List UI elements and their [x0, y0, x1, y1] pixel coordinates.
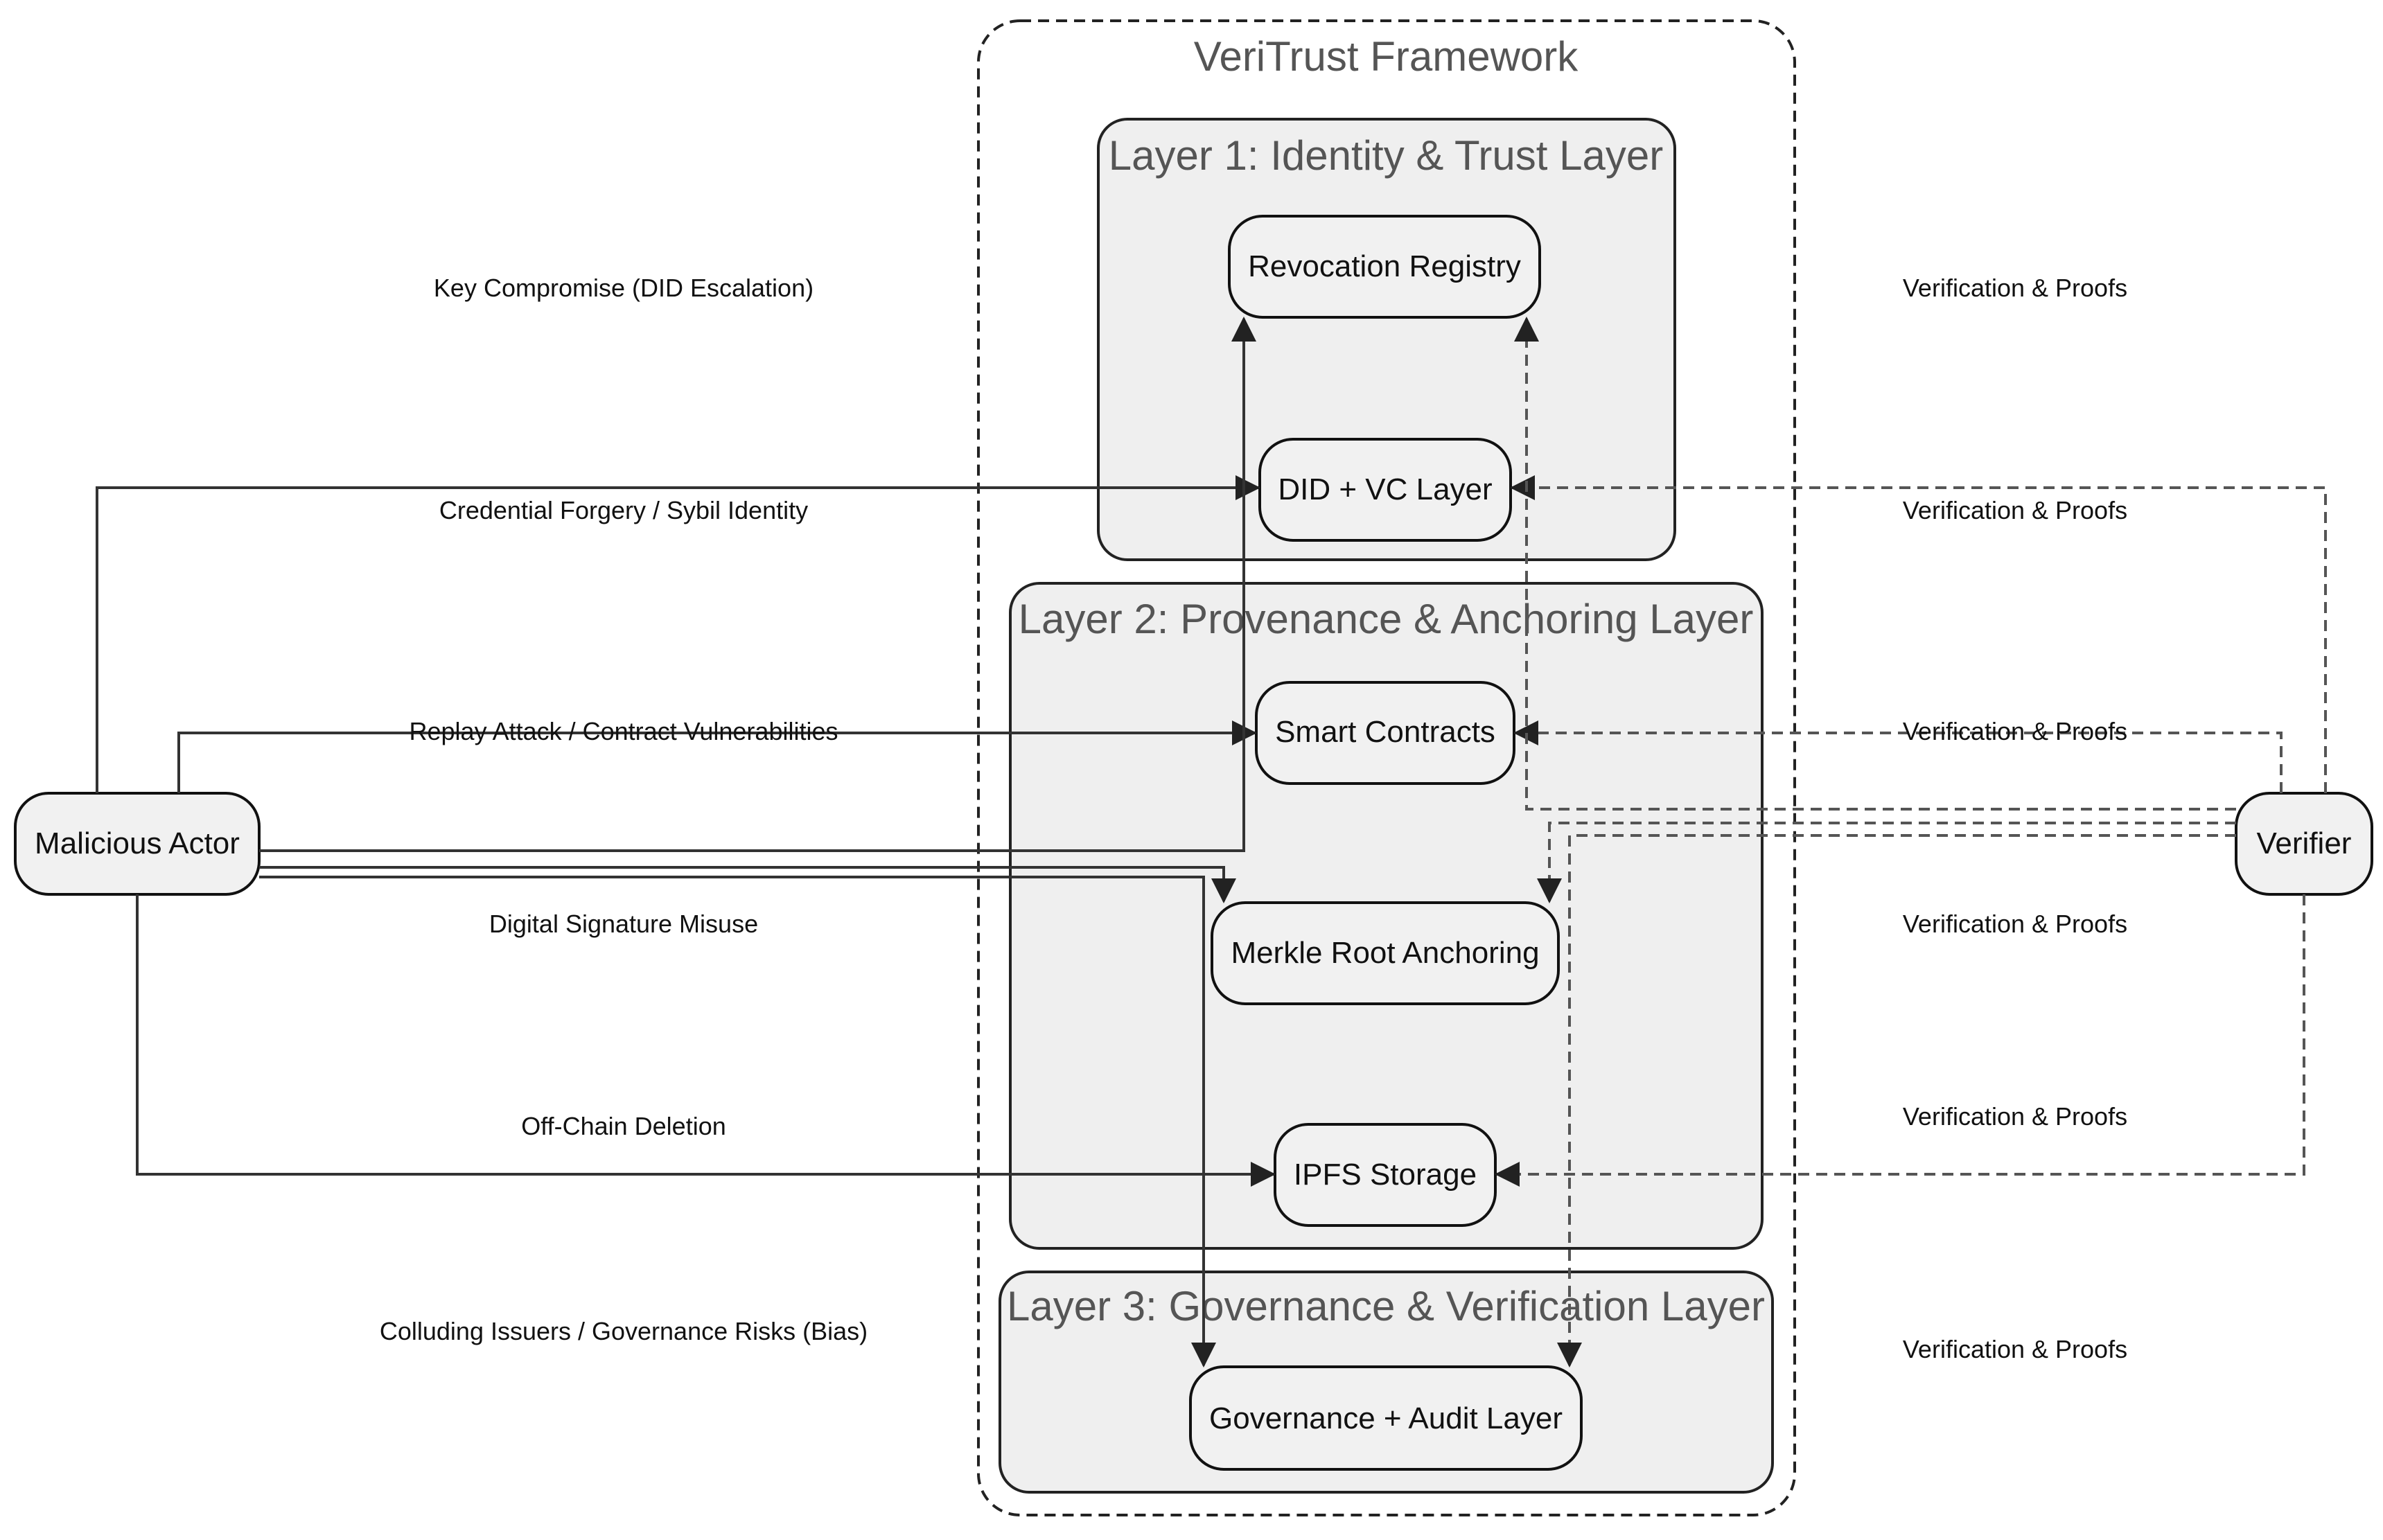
edge-verify-smart-contracts — [1513, 720, 2283, 793]
label-signature-misuse: Digital Signature Misuse — [489, 910, 758, 938]
label-credential-forgery: Credential Forgery / Sybil Identity — [439, 496, 808, 524]
edge-verify-ipfs — [1495, 894, 2305, 1187]
merkle-root-label: Merkle Root Anchoring — [1231, 936, 1539, 970]
framework-container — [977, 19, 1796, 1516]
label-off-chain-deletion: Off-Chain Deletion — [521, 1112, 726, 1140]
revocation-registry-node[interactable]: Revocation Registry — [1228, 215, 1541, 319]
smart-contracts-label: Smart Contracts — [1275, 715, 1495, 749]
ipfs-storage-label: IPFS Storage — [1294, 1158, 1477, 1192]
edge-verify-governance — [1557, 834, 2236, 1368]
malicious-actor-node[interactable]: Malicious Actor — [14, 792, 261, 896]
label-key-compromise: Key Compromise (DID Escalation) — [434, 274, 814, 302]
did-vc-node[interactable]: DID + VC Layer — [1258, 438, 1512, 542]
edge-colluding-issuers — [259, 876, 1216, 1368]
label-verification-4: Verification & Proofs — [1903, 910, 2127, 938]
layer-1-title: Layer 1: Identity & Trust Layer — [1109, 132, 1663, 179]
merkle-root-node[interactable]: Merkle Root Anchoring — [1211, 901, 1560, 1005]
edge-off-chain-deletion — [136, 894, 1276, 1187]
ipfs-storage-node[interactable]: IPFS Storage — [1274, 1123, 1497, 1227]
verifier-node[interactable]: Verifier — [2235, 792, 2373, 896]
label-verification-1: Verification & Proofs — [1903, 274, 2127, 302]
layer-2-title: Layer 2: Provenance & Anchoring Layer — [1019, 596, 1754, 642]
did-vc-label: DID + VC Layer — [1278, 472, 1492, 506]
layer-3-title: Layer 3: Governance & Verification Layer — [1007, 1283, 1765, 1329]
framework-title: VeriTrust Framework — [1194, 33, 1579, 80]
edge-replay-attack — [177, 720, 1257, 793]
edge-verify-merkle — [1537, 822, 2236, 903]
edge-key-compromise — [259, 317, 1256, 852]
edge-signature-misuse — [259, 866, 1236, 903]
label-verification-3: Verification & Proofs — [1903, 717, 2127, 745]
malicious-actor-label: Malicious Actor — [35, 826, 240, 860]
label-replay-attack: Replay Attack / Contract Vulnerabilities — [410, 717, 838, 745]
revocation-registry-label: Revocation Registry — [1248, 249, 1521, 283]
edge-credential-forgery — [96, 475, 1260, 793]
governance-audit-label: Governance + Audit Layer — [1209, 1401, 1563, 1435]
label-colluding-issuers: Colluding Issuers / Governance Risks (Bi… — [380, 1317, 868, 1345]
governance-audit-node[interactable]: Governance + Audit Layer — [1189, 1365, 1583, 1471]
edge-verify-revocation — [1514, 317, 2236, 811]
edge-verify-did-vc — [1510, 475, 2327, 793]
label-verification-2: Verification & Proofs — [1903, 496, 2127, 524]
label-verification-6: Verification & Proofs — [1903, 1335, 2127, 1363]
verifier-label: Verifier — [2257, 826, 2352, 860]
label-verification-5: Verification & Proofs — [1903, 1102, 2127, 1131]
smart-contracts-node[interactable]: Smart Contracts — [1255, 681, 1515, 785]
